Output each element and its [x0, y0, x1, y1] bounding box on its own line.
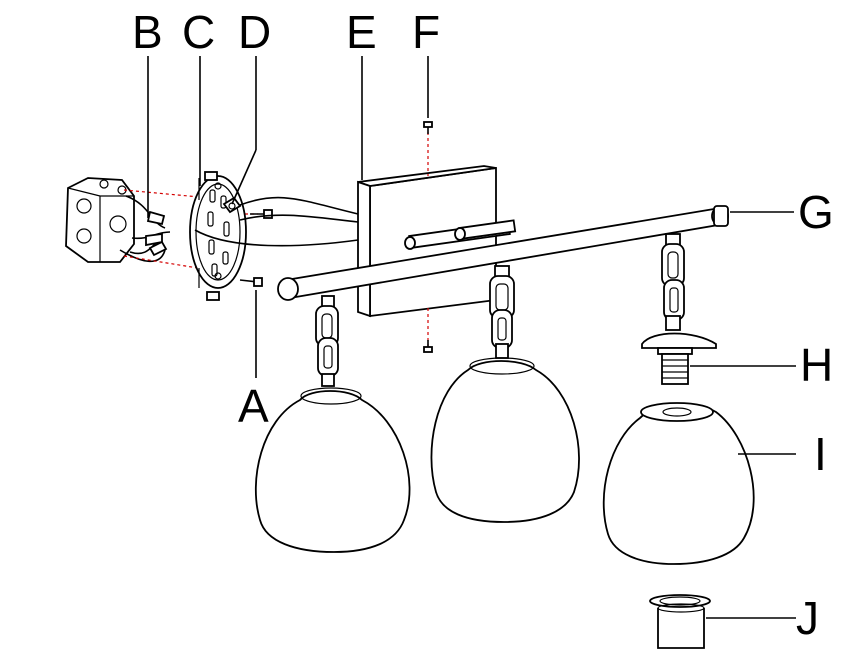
label-f: F	[412, 6, 440, 58]
label-j: J	[796, 592, 819, 644]
glass-shade	[602, 402, 755, 565]
fixture-wires	[194, 196, 359, 247]
label-e: E	[346, 6, 377, 58]
mounting-screws	[239, 209, 273, 287]
shade-middle-assembly	[430, 265, 580, 523]
label-a: A	[238, 380, 269, 432]
label-b: B	[132, 6, 163, 58]
main-arm	[277, 205, 729, 301]
label-g: G	[798, 186, 834, 238]
leader-lines	[147, 56, 796, 619]
junction-box	[65, 177, 135, 263]
top-screw	[423, 121, 433, 134]
label-i: I	[814, 428, 827, 480]
label-h: H	[800, 339, 833, 391]
label-c: C	[182, 6, 215, 58]
bottom-screw	[423, 340, 433, 353]
label-d: D	[238, 6, 271, 58]
shade-ring	[649, 594, 711, 649]
wire-nuts	[145, 210, 168, 257]
shade-left-assembly	[254, 295, 411, 553]
socket-cup	[641, 332, 717, 385]
shade-right-chain	[661, 233, 685, 331]
support-rods	[404, 219, 517, 250]
